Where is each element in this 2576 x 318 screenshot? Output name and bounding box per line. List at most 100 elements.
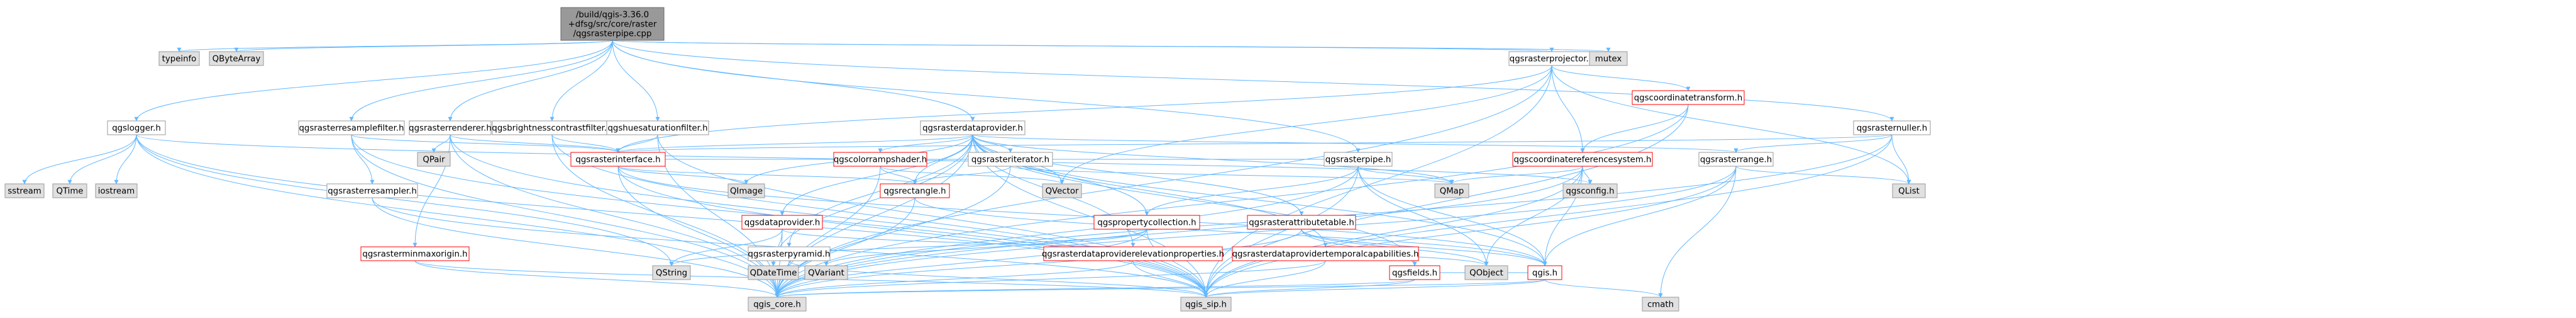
node-qgsrasterinterface[interactable]: qgsrasterinterface.h [570, 152, 666, 167]
node-qgsrasterrange[interactable]: qgsrasterrange.h [1698, 152, 1774, 167]
edge-line [775, 104, 1689, 298]
node-qgsrasterattributetable[interactable]: qgsrasterattributetable.h [1247, 215, 1356, 230]
edge-line [612, 40, 1610, 52]
edge-line [617, 166, 917, 185]
node-label: qgscoordinatereferencesystem.h [1514, 156, 1652, 165]
node-qgscoordinatetransform[interactable]: qgscoordinatetransform.h [1632, 90, 1745, 105]
node-qgsrasterminmaxorigin[interactable]: qgsrasterminmaxorigin.h [360, 246, 470, 261]
node-label: qgshuesaturationfilter.h [607, 124, 707, 133]
edge-qgsrasterpipe-to-qgspropertycollection [1144, 166, 1359, 216]
node-label: qgsdataprovider.h [744, 219, 821, 228]
node-qgsrasterresampler[interactable]: qgsrasterresampler.h [326, 183, 418, 198]
edge-qgis-to-qgis_core [775, 279, 1545, 298]
node-qgsconfig: qgsconfig.h [1562, 183, 1618, 198]
edge-qgslogger-to-qtime [67, 134, 137, 185]
node-qgsbrightnesscontrastfilter[interactable]: qgsbrightnesscontrastfilter.h [492, 120, 612, 135]
edge-root-to-qgsrasterpipe [612, 40, 1361, 153]
node-box [1527, 265, 1562, 280]
node-label: QString [656, 269, 687, 278]
edge-qgis-to-qgis_sip [1203, 279, 1545, 298]
node-qgsrasterpyramid[interactable]: qgsrasterpyramid.h [748, 246, 831, 261]
edge-line [1551, 65, 1911, 185]
edge-line [22, 134, 137, 185]
node-qgsrasterpipe[interactable]: qgsrasterpipe.h [1324, 152, 1393, 167]
node-qgsrasterprojector[interactable]: qgsrasterprojector.h [1508, 51, 1595, 66]
node-label: typeinfo [162, 55, 197, 64]
edge-line [617, 166, 749, 185]
node-qgspropertycollection[interactable]: qgspropertycollection.h [1093, 215, 1200, 230]
edge-qgsrasterpipe-to-qobject [1357, 166, 1489, 266]
node-box [1247, 215, 1356, 230]
node-label: QPair [423, 156, 445, 165]
edge-line [617, 166, 1208, 298]
node-qgsrasterrenderer[interactable]: qgsrasterrenderer.h [409, 120, 492, 135]
edge-line [1146, 229, 1208, 298]
edge-qgsrasterrange-to-qlist [1735, 166, 1911, 185]
node-box [1042, 183, 1082, 198]
node-qgsrasterdataproviderelevationproperties[interactable]: qgsrasterdataproviderelevationproperties… [1042, 246, 1224, 261]
edge-line [136, 134, 1208, 298]
node-box [298, 120, 405, 135]
node-label: QVariant [808, 269, 844, 278]
edge-qgslogger-to-qgis_core [136, 134, 780, 298]
edge-qgsrasterdataprovidertemporalcapabilities-to-qgis_core [775, 260, 1326, 298]
node-qgsrasternuller[interactable]: qgsrasternuller.h [1853, 120, 1931, 135]
node-qgslogger[interactable]: qgslogger.h [107, 120, 166, 135]
node-box [409, 120, 492, 135]
node-box [833, 152, 927, 167]
node-box [1043, 246, 1223, 261]
edge-root-to-qgsbrightnesscontrastfilter [550, 40, 613, 122]
edge-line [1203, 166, 1583, 298]
node-label: qgsconfig.h [1566, 187, 1614, 196]
edge-line [657, 134, 1208, 298]
edge-qgsrasternuller-to-qlist [1891, 134, 1911, 185]
node-qgscoordinatereferencesystem[interactable]: qgscoordinatereferencesystem.h [1512, 152, 1653, 167]
node-qgsrasterdataprovider[interactable]: qgsrasterdataprovider.h [920, 120, 1025, 135]
node-box [1892, 183, 1926, 198]
edge-line [775, 229, 1302, 298]
node-qimage: QImage [727, 183, 765, 198]
edge-root-to-mutex [612, 40, 1610, 52]
node-qgsrasteriterator[interactable]: qgsrasteriterator.h [968, 152, 1053, 167]
edge-qgscoordinatereferencesystem-to-qobject [1484, 166, 1583, 266]
edge-line [1544, 279, 1663, 298]
edge-qgsrasterrange-to-qgis [1542, 166, 1737, 266]
edge-line [616, 134, 1893, 153]
node-qgsfields[interactable]: qgsfields.h [1389, 265, 1440, 280]
node-root[interactable]: /build/qgis-3.36.0+dfsg/src/core/raster/… [560, 7, 665, 41]
node-label: qgscolorrampshader.h [834, 156, 927, 165]
node-box [1434, 183, 1469, 198]
node-qgscolorrampshader[interactable]: qgscolorrampshader.h [833, 152, 927, 167]
node-box [1698, 152, 1774, 167]
node-box [1853, 120, 1931, 135]
node-box [652, 265, 691, 280]
edge-qgsrasterdataprovidertemporalcapabilities-to-qgis_sip [1203, 260, 1326, 298]
edge-qgsrasterdataprovider-to-qdatetime [771, 134, 973, 266]
node-qgshuesaturationfilter[interactable]: qgshuesaturationfilter.h [606, 120, 709, 135]
edge-line [775, 260, 1326, 298]
edge-line [450, 134, 621, 153]
edge-qgsrasterresamplefilter-to-qgsrasterresampler [351, 134, 375, 185]
edge-line [1542, 166, 1737, 266]
edge-line [114, 134, 137, 185]
edge-qgsrasterminmaxorigin-to-qgis_core [414, 260, 780, 298]
edge-qgsrasterrenderer-to-qgsrasterinterface [450, 134, 621, 153]
edge-qgsdataprovider-to-qstring [669, 229, 783, 266]
edge-line [612, 40, 1361, 153]
node-qgis[interactable]: qgis.h [1527, 265, 1562, 280]
node-qgsrasterresamplefilter[interactable]: qgsrasterresamplefilter.h [298, 120, 405, 135]
edge-qgsrasterdataprovider-to-qgsrasterrange [972, 134, 1738, 153]
edge-line [349, 40, 613, 122]
node-qgsrectangle[interactable]: qgsrectangle.h [880, 183, 950, 198]
node-qgsrasterdataprovidertemporalcapabilities[interactable]: qgsrasterdataprovidertemporalcapabilitie… [1232, 246, 1419, 261]
edge-qgsrasterdataprovider-to-qgsrasterinterface [616, 134, 973, 153]
node-box [606, 120, 709, 135]
node-label: qgsrasternuller.h [1857, 124, 1927, 133]
node-label: QObject [1469, 269, 1503, 278]
node-qgsdataprovider[interactable]: qgsdataprovider.h [741, 215, 823, 230]
edge-line [1580, 104, 1689, 153]
node-qtime: QTime [52, 183, 87, 198]
edge-layer [22, 40, 1911, 298]
node-box [1512, 152, 1653, 167]
edge-line [550, 40, 613, 122]
